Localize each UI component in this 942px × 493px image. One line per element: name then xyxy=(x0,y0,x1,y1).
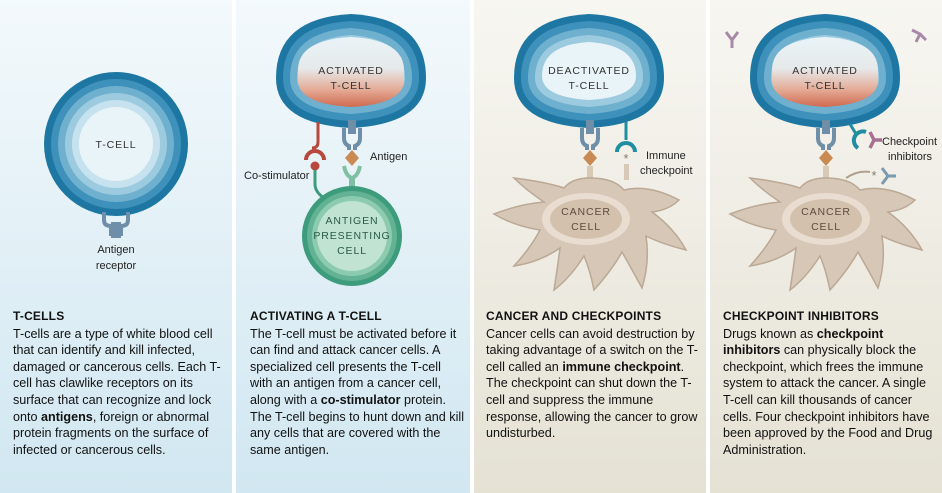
t-cell-icon xyxy=(276,14,426,128)
activated-t-cell-label-line2: T-CELL xyxy=(331,80,372,92)
checkpoint-label-line2: checkpoint xyxy=(640,165,693,177)
svg-text:*: * xyxy=(871,168,876,183)
panel-activating-t-cell: ACTIVATED T-CELL Antigen Co-stimulat xyxy=(236,0,470,493)
receptor-label-line2: receptor xyxy=(96,260,137,272)
body-text: Cancer cells can avoid destruction by ta… xyxy=(486,326,698,374)
receptor-icon xyxy=(580,120,600,180)
body-text: can physically block the checkpoint, whi… xyxy=(723,343,933,457)
body-text: , foreign or abnormal protein fragments … xyxy=(13,409,210,457)
cancer-cell-icon xyxy=(728,176,924,292)
body-text: . The checkpoint can shut down the T-cel… xyxy=(486,359,698,441)
t-cell-icon xyxy=(750,14,900,128)
panel-body: Drugs known as checkpoint inhibitors can… xyxy=(723,326,937,459)
t-cell-icon xyxy=(514,14,664,128)
receptor-label-line1: Antigen xyxy=(97,244,134,256)
panel-text-t-cells: T-CELLS T-cells are a type of white bloo… xyxy=(13,308,227,458)
svg-text:*: * xyxy=(623,151,628,166)
cancer-cell-icon xyxy=(492,176,688,292)
inhibitor-antibody-icon xyxy=(724,28,928,48)
checkpoint-icon: * xyxy=(615,122,637,180)
panel-t-cells: T-CELL Antigen receptor T-CELLS T-cells … xyxy=(0,0,232,493)
deactivated-t-cell-label-line2: T-CELL xyxy=(569,80,610,92)
body-text: T-cells are a type of white blood cell t… xyxy=(13,326,221,424)
inhibitor-label-line2: inhibitors xyxy=(888,151,933,163)
panel-text-inhibitors: CHECKPOINT INHIBITORS Drugs known as che… xyxy=(723,308,937,458)
cancer-cell-label-line1: CANCER xyxy=(801,206,851,218)
body-text: protein. The T-cell begins to hunt down … xyxy=(250,392,464,457)
cancer-cell-label-line2: CELL xyxy=(571,221,601,233)
panel-text-activating: ACTIVATING A T-CELL The T-cell must be a… xyxy=(250,308,464,458)
emphasis-term: checkpoint inhibitors xyxy=(723,326,884,358)
antigen-icon xyxy=(342,150,362,192)
panel-heading: T-CELLS xyxy=(13,309,65,323)
panel-heading: CANCER AND CHECKPOINTS xyxy=(486,309,662,323)
emphasis-term: co-stimulator xyxy=(320,392,401,407)
cancer-cell-label-line2: CELL xyxy=(811,221,841,233)
activated-t-cell-label-line1: ACTIVATED xyxy=(318,65,383,77)
antigen-label: Antigen xyxy=(370,151,407,163)
body-text: The T-cell must be activated before it c… xyxy=(250,326,457,407)
activated-t-cell-label-line1: ACTIVATED xyxy=(792,65,857,77)
panel-body: Cancer cells can avoid destruction by ta… xyxy=(486,326,700,442)
body-text: Drugs known as xyxy=(723,326,817,341)
inhibitor-label-line1: Checkpoint xyxy=(882,136,937,148)
emphasis-term: immune checkpoint xyxy=(562,359,681,374)
checkpoint-illustration: DEACTIVATED T-CELL * Immune checkpoint xyxy=(474,0,706,493)
receptor-icon xyxy=(816,120,836,180)
panel-body: T-cells are a type of white blood cell t… xyxy=(13,326,227,459)
t-cell-illustration: T-CELL Antigen receptor xyxy=(0,0,232,493)
cancer-cell-label-line1: CANCER xyxy=(561,206,611,218)
panel-text-checkpoints: CANCER AND CHECKPOINTS Cancer cells can … xyxy=(486,308,700,442)
apc-label-line1: ANTIGEN xyxy=(326,215,379,227)
inhibitor-illustration: ACTIVATED T-CELL * Checkpoint inhibitors xyxy=(710,0,942,493)
apc-label-line2: PRESENTING xyxy=(313,230,390,242)
panel-checkpoint-inhibitors: ACTIVATED T-CELL * Checkpoint inhibitors xyxy=(710,0,942,493)
receptor-icon xyxy=(102,212,130,238)
co-stimulator-label: Co-stimulator xyxy=(244,170,310,182)
deactivated-t-cell-label-line1: DEACTIVATED xyxy=(548,65,630,77)
panel-cancer-checkpoints: DEACTIVATED T-CELL * Immune checkpoint xyxy=(474,0,706,493)
t-cell-icon xyxy=(44,72,188,216)
panel-heading: ACTIVATING A T-CELL xyxy=(250,309,382,323)
panel-body: The T-cell must be activated before it c… xyxy=(250,326,464,459)
inhibitor-antibody-icon: * xyxy=(845,167,896,185)
emphasis-term: antigens xyxy=(41,409,93,424)
activated-t-cell-label-line2: T-CELL xyxy=(805,80,846,92)
checkpoint-icon xyxy=(848,123,882,150)
t-cell-label: T-CELL xyxy=(96,139,137,151)
receptor-icon xyxy=(342,120,362,150)
apc-label-line3: CELL xyxy=(337,245,367,257)
activation-illustration: ACTIVATED T-CELL Antigen Co-stimulat xyxy=(236,0,470,493)
panel-heading: CHECKPOINT INHIBITORS xyxy=(723,309,879,323)
antigen-presenting-cell-icon xyxy=(302,186,402,286)
checkpoint-label-line1: Immune xyxy=(646,150,686,162)
